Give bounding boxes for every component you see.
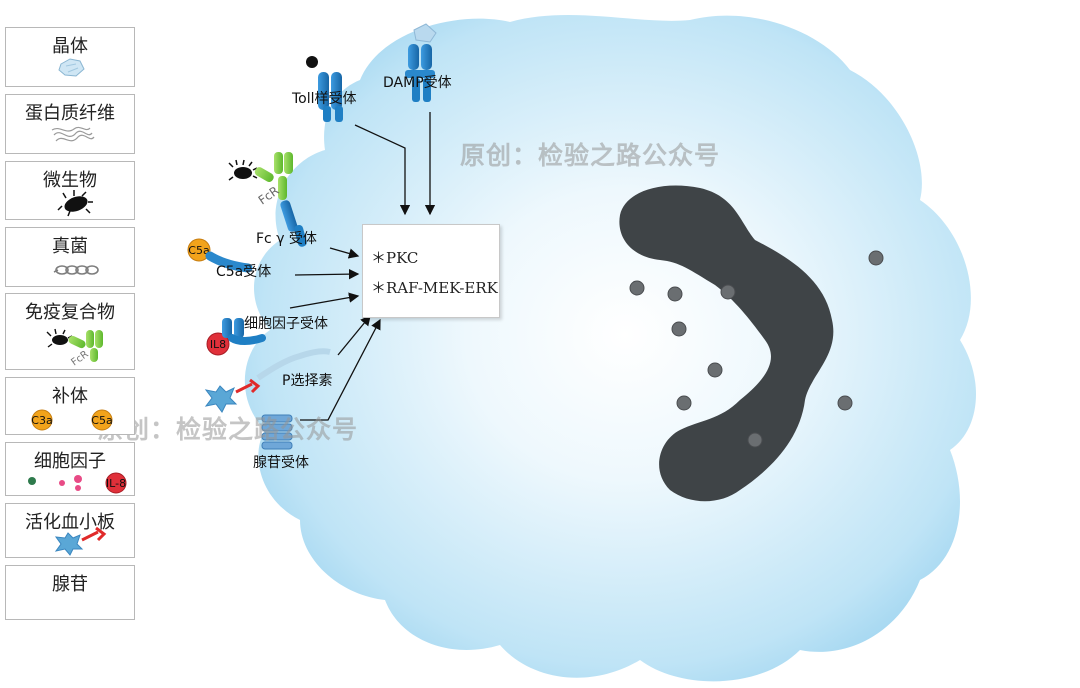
legend-item-protein-fiber: 蛋白质纤维 [5, 94, 135, 154]
legend-item-fungus: 真菌 [5, 227, 135, 287]
adenosine-receptor-label: 腺苷受体 [253, 455, 309, 471]
platelet-icon [204, 385, 238, 413]
pathway-box: ＊PKC ＊RAF-MEK-ERK [362, 224, 500, 318]
legend-item-platelet: 活化血小板 [5, 503, 135, 558]
toll-receptor [306, 56, 343, 122]
legend-item-cytokine: 细胞因子 IL-8 [5, 442, 135, 496]
il8-ligand-icon [206, 332, 230, 356]
complement-icon: C3a C5a [31, 409, 113, 431]
c5a-ligand-label: C5a [188, 244, 209, 257]
fc-receptor-label: Fc γ 受体 [256, 231, 317, 247]
legend-item-microbe: 微生物 [5, 161, 135, 220]
platelet-icon [54, 526, 107, 556]
legend-label: 真菌 [52, 236, 88, 257]
crystal-icon [58, 58, 85, 77]
legend-label: 补体 [52, 386, 88, 407]
microbe-icon [228, 159, 258, 181]
c3a-label: C3a [31, 414, 52, 427]
signal-arrows [289, 112, 436, 421]
watermark: 原创：检验之路公众号 [460, 141, 721, 170]
granules [629, 250, 884, 448]
c5a-receptor: C5a [187, 238, 253, 273]
legend-label: 细胞因子 [34, 451, 106, 472]
microbe-icon [57, 190, 93, 217]
p-selectin [204, 348, 331, 413]
c5a-ligand-icon [187, 238, 211, 262]
legend-item-complement: 补体 C3a C5a [5, 377, 135, 435]
fungus-icon [53, 265, 99, 275]
legend-label: 微生物 [43, 170, 97, 191]
legend-label: 蛋白质纤维 [25, 103, 115, 124]
cytokine-icon: IL-8 [28, 472, 127, 494]
legend-item-crystal: 晶体 [5, 27, 135, 87]
damp-receptor-label: DAMP受体 [383, 75, 452, 91]
il8-label: IL-8 [106, 477, 126, 490]
legend-label: 腺苷 [52, 574, 88, 595]
crystal-ligand-icon [413, 23, 437, 43]
damp-receptor [405, 23, 437, 102]
fcr-tag: FcR [69, 349, 90, 368]
c5a-label: C5a [91, 414, 112, 427]
watermark: 原创：检验之路公众号 [98, 415, 359, 444]
legend-item-adenosine: 腺苷 [5, 565, 135, 620]
cytokine-receptor-label: 细胞因子受体 [244, 316, 328, 332]
cell-body [244, 15, 977, 682]
immune-complex-icon: FcR [46, 328, 103, 368]
toll-receptor-label: Toll样受体 [291, 91, 357, 107]
il8-ligand-label: IL8 [210, 338, 226, 351]
nucleus [619, 185, 834, 502]
legend-label: 活化血小板 [25, 512, 115, 533]
legend-item-immune-complex: 免疫复合物 FcR [5, 293, 135, 370]
pathway-raf-mek-erk: ＊RAF-MEK-ERK [371, 279, 498, 297]
ligand-dot-icon [306, 56, 318, 68]
legend-label: 免疫复合物 [25, 302, 115, 323]
p-selectin-label: P选择素 [282, 373, 332, 389]
protein-fiber-icon [51, 126, 95, 142]
legend-label: 晶体 [52, 36, 88, 57]
c5a-receptor-label: C5a受体 [216, 264, 271, 280]
pathway-pkc: ＊PKC [371, 249, 419, 267]
adenosine-receptor [261, 414, 293, 450]
cytokine-receptor: IL8 [206, 318, 266, 356]
